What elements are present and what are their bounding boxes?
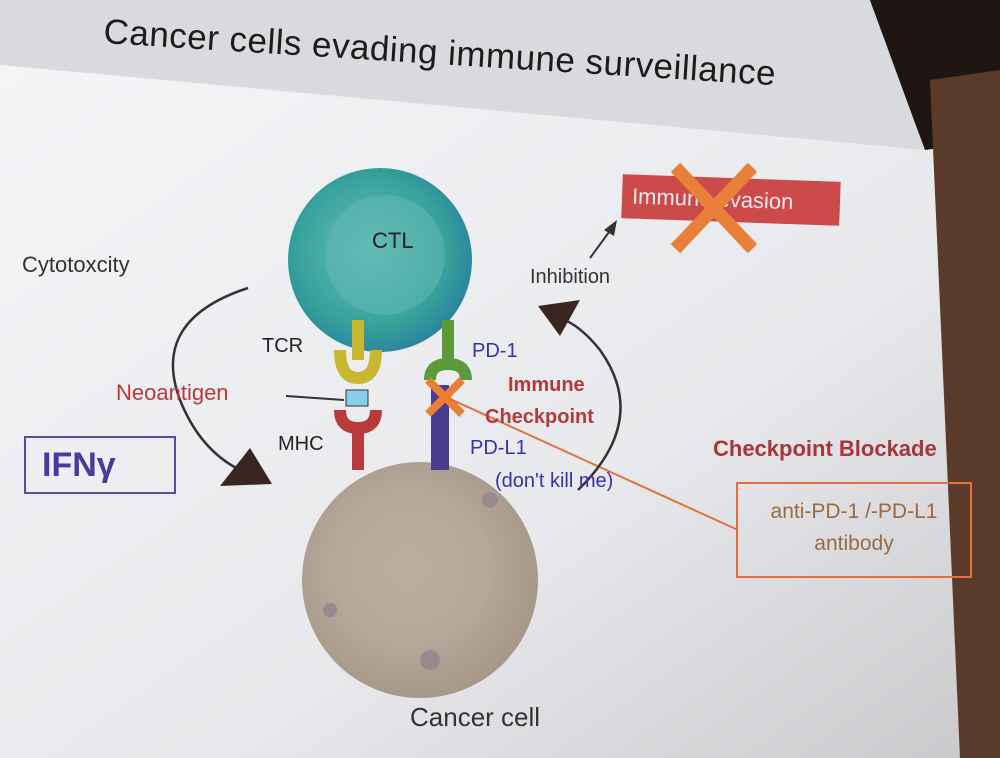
immune-checkpoint-label-1: Immune [508,374,585,396]
title-bar [0,0,925,150]
inhibition-curve [559,316,622,491]
tcr-receptor [334,320,382,385]
neoantigen-label: Neoantigen [116,380,229,405]
immune-checkpoint-label-2: Checkpoint [485,406,594,428]
immune-evasion-box: Immune evasion [621,174,841,226]
blockade-x [425,377,465,417]
mhc-label: MHC [278,433,324,455]
pdl1-label: PD-L1 [470,437,527,459]
cytotoxicity-label: Cytotoxcity [22,252,130,277]
neoantigen-block [345,389,369,407]
ifn-gamma-box: IFNγ [24,436,176,494]
mhc-receptor [334,409,382,470]
inhibition-label: Inhibition [530,266,611,288]
pd1-receptor [424,320,472,381]
ctl-label: CTL [372,228,414,253]
checkpoint-blockade-label: Checkpoint Blockade [713,436,937,461]
dont-kill-me-label: (don't kill me) [495,470,614,492]
antibody-label-2: antibody [814,532,894,555]
antibody-label-1: anti-PD-1 /-PD-L1 [770,500,938,523]
inhibition-arrow [589,227,613,259]
pd1-label: PD-1 [472,340,518,362]
tcr-label: TCR [262,335,304,357]
cancer-cell-label: Cancer cell [410,702,541,732]
immune-evasion-label: Immune evasion [631,183,794,215]
cytotoxicity-arrow [171,286,249,472]
antibody-box: anti-PD-1 /-PD-L1 antibody [736,482,972,578]
right-edge [930,70,1000,758]
blockade-line [447,397,739,531]
